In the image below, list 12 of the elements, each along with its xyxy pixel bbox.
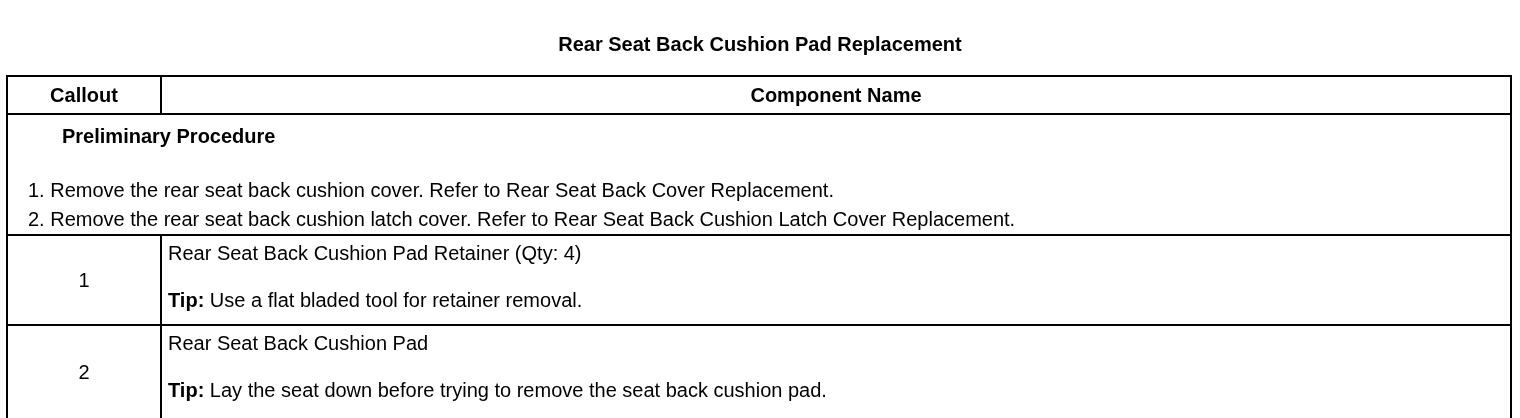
- section-heading: Preliminary Procedure: [62, 125, 276, 148]
- column-header: Component Name: [750, 83, 922, 106]
- tip-note: Tip: Use a flat bladed tool for retainer removal.: [168, 289, 584, 312]
- component-name: Rear Seat Back Cushion Pad: [168, 332, 430, 355]
- procedure-step: 1. Remove the rear seat back cushion cover. Refer to Rear Seat Back Cover Replacement.: [14, 176, 1504, 205]
- component-name: Rear Seat Back Cushion Pad Retainer (Qty: 4): [168, 242, 583, 265]
- callout-number: 2: [78, 360, 90, 383]
- procedure-step: 2. Remove the rear seat back cushion latch cover. Refer to Rear Seat Back Cushion Latch Cover Replacement.: [14, 205, 1504, 234]
- tip-note: Tip: Lay the seat down before trying to remove the seat back cushion pad.: [168, 379, 828, 402]
- callout-number: 1: [78, 268, 90, 291]
- title: Rear Seat Back Cushion Pad Replacement: [557, 33, 963, 56]
- column-header: Callout: [50, 83, 118, 106]
